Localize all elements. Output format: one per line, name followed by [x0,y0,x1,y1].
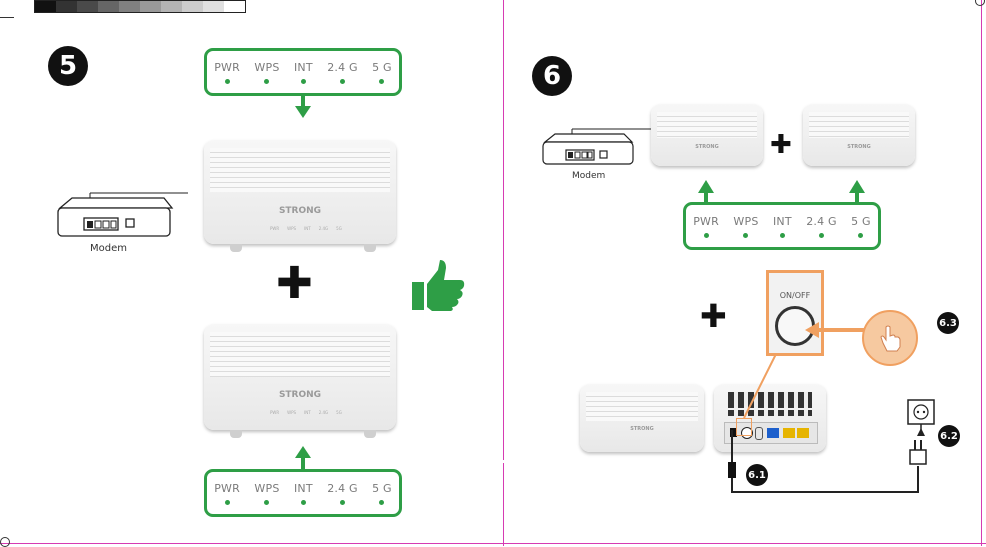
calibration-swatch [161,1,182,12]
calibration-swatch [182,1,203,12]
modem-device [542,128,652,165]
led-5g: 5 G [372,482,392,505]
arrow-up-icon [698,180,714,206]
led-2-4g: 2.4 G [327,482,358,505]
router-brand-logo: STRONG [847,144,871,150]
led-2-4g: 2.4 G [806,215,837,238]
led-wps: WPS [254,61,279,84]
wall-socket-icon [907,399,935,436]
led-wps: WPS [254,482,279,505]
power-cable [728,430,927,493]
plus-icon: ✚ [770,130,792,160]
arrow-down-icon [295,96,311,118]
modem-label: Modem [90,243,127,254]
page-divider-line-lower [503,463,504,546]
press-hand-icon [862,310,918,366]
substep-6-1-badge: 6.1 [746,464,768,486]
arrow-up-icon [295,446,311,470]
led-wps: WPS [733,215,758,238]
led-2-4g: 2.4 G [327,61,358,84]
calibration-swatch [35,1,56,12]
calibration-swatch [224,1,245,12]
step6-led-panel: PWR WPS INT 2.4 G 5 G [683,202,881,250]
router-brand-logo: STRONG [630,426,654,432]
modem-label: Modem [572,171,606,181]
led-int: INT [773,215,792,238]
lan-port [797,428,809,438]
calibration-swatch [98,1,119,12]
power-switch-small[interactable] [741,427,753,439]
led-5g: 5 G [372,61,392,84]
led-int: INT [294,61,313,84]
led-pwr: PWR [214,482,240,505]
thumbs-up-icon [412,260,465,311]
step-6-badge: 6 [532,56,572,96]
step-5-badge: 5 [48,46,88,86]
arrow-up-icon [849,180,865,206]
highlight-connector-line [743,354,777,419]
led-pwr: PWR [214,61,240,84]
switch-label: ON/OFF [779,291,811,300]
router-brand-logo: STRONG [278,390,322,400]
right-margin-line [981,0,982,546]
wan-port [767,428,779,438]
plus-icon: ✚ [276,258,313,309]
mesh-router-front: STRONG [580,384,704,452]
pointer-arrow-icon [805,322,865,338]
calibration-swatch [140,1,161,12]
modem-device [57,192,188,237]
router-brand-logo: STRONG [278,206,322,216]
bottom-margin-line [0,543,986,544]
calibration-swatch [119,1,140,12]
calibration-color-bar [34,0,246,13]
plus-icon: ✚ [700,297,727,335]
mesh-router-unit-2: STRONG [803,104,915,166]
crop-mark-line [0,17,14,18]
calibration-swatch [77,1,98,12]
led-int: INT [294,482,313,505]
ports-panel [724,422,818,444]
router-brand-logo: STRONG [695,144,719,150]
registration-mark-icon [975,0,985,6]
calibration-swatch [203,1,224,12]
lan-port [783,428,795,438]
substep-6-3-badge: 6.3 [937,312,959,334]
switch-highlight-box [736,418,752,436]
dc-power-port [730,428,737,437]
substep-6-2-badge: 6.2 [938,425,960,447]
power-switch-closeup: ON/OFF [766,270,824,356]
mesh-router-unit-1: STRONG [651,104,763,166]
led-5g: 5 G [851,215,871,238]
led-pwr: PWR [693,215,719,238]
calibration-swatch [56,1,77,12]
page-divider-line [503,0,504,460]
step5-led-panel-bottom: PWR WPS INT 2.4 G 5 G [204,469,402,517]
step5-led-panel-top: PWR WPS INT 2.4 G 5 G [204,48,402,96]
